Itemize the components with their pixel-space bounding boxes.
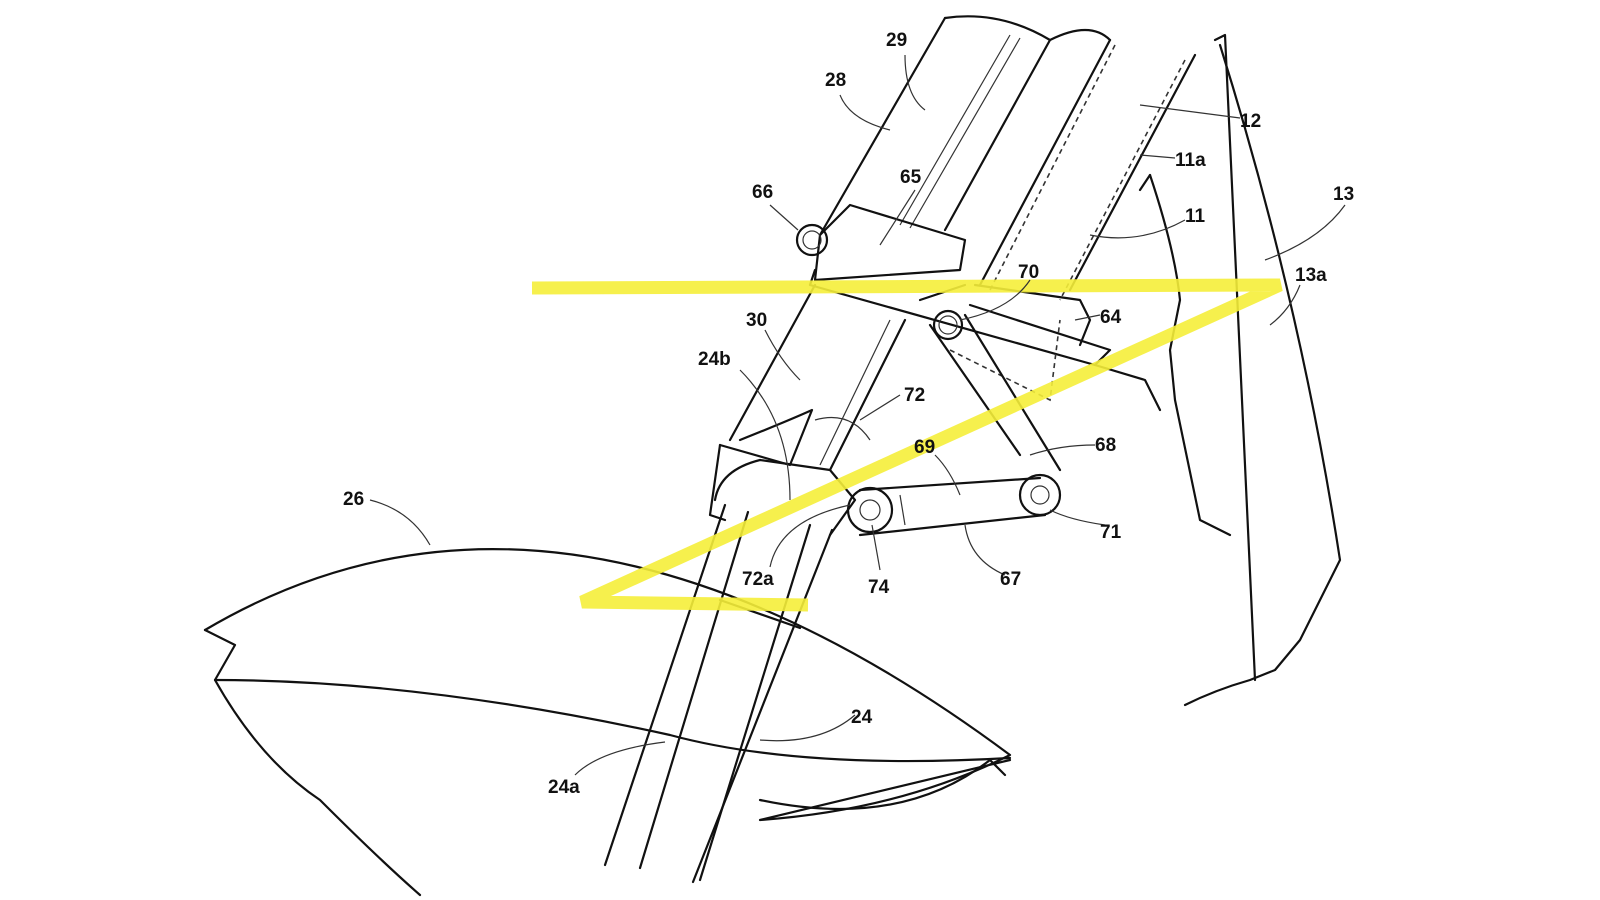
leader-lines	[369, 54, 1346, 776]
frame-13	[1093, 33, 1342, 707]
label-67: 67	[1000, 569, 1021, 590]
label-24a: 24a	[548, 777, 580, 798]
head-tube-12	[918, 38, 1197, 402]
bolt-66	[795, 223, 829, 257]
label-74: 74	[868, 577, 890, 598]
label-64: 64	[1100, 307, 1122, 328]
upper-tube-28	[808, 15, 1112, 367]
label-24: 24	[851, 707, 873, 728]
fork-lower-leg-24	[603, 458, 857, 884]
label-71: 71	[1100, 522, 1122, 543]
label-29: 29	[886, 30, 907, 51]
bracket-30	[708, 283, 907, 522]
label-72: 72	[904, 385, 925, 406]
link-67-68	[846, 309, 1062, 537]
label-30: 30	[746, 310, 767, 331]
label-26: 26	[343, 489, 364, 510]
label-12: 12	[1240, 111, 1261, 132]
label-11a: 11a	[1175, 150, 1206, 171]
highlight-stroke	[531, 278, 1283, 612]
label-72a: 72a	[742, 569, 774, 590]
fender-26	[203, 547, 1012, 897]
label-69: 69	[914, 437, 935, 458]
label-13: 13	[1333, 184, 1354, 205]
label-11: 11	[1185, 206, 1206, 227]
label-13a: 13a	[1295, 265, 1327, 286]
label-24b: 24b	[698, 349, 731, 370]
label-28: 28	[825, 70, 846, 91]
label-65: 65	[900, 167, 922, 188]
label-66: 66	[752, 182, 773, 203]
label-68: 68	[1095, 435, 1116, 456]
label-70: 70	[1018, 262, 1039, 283]
